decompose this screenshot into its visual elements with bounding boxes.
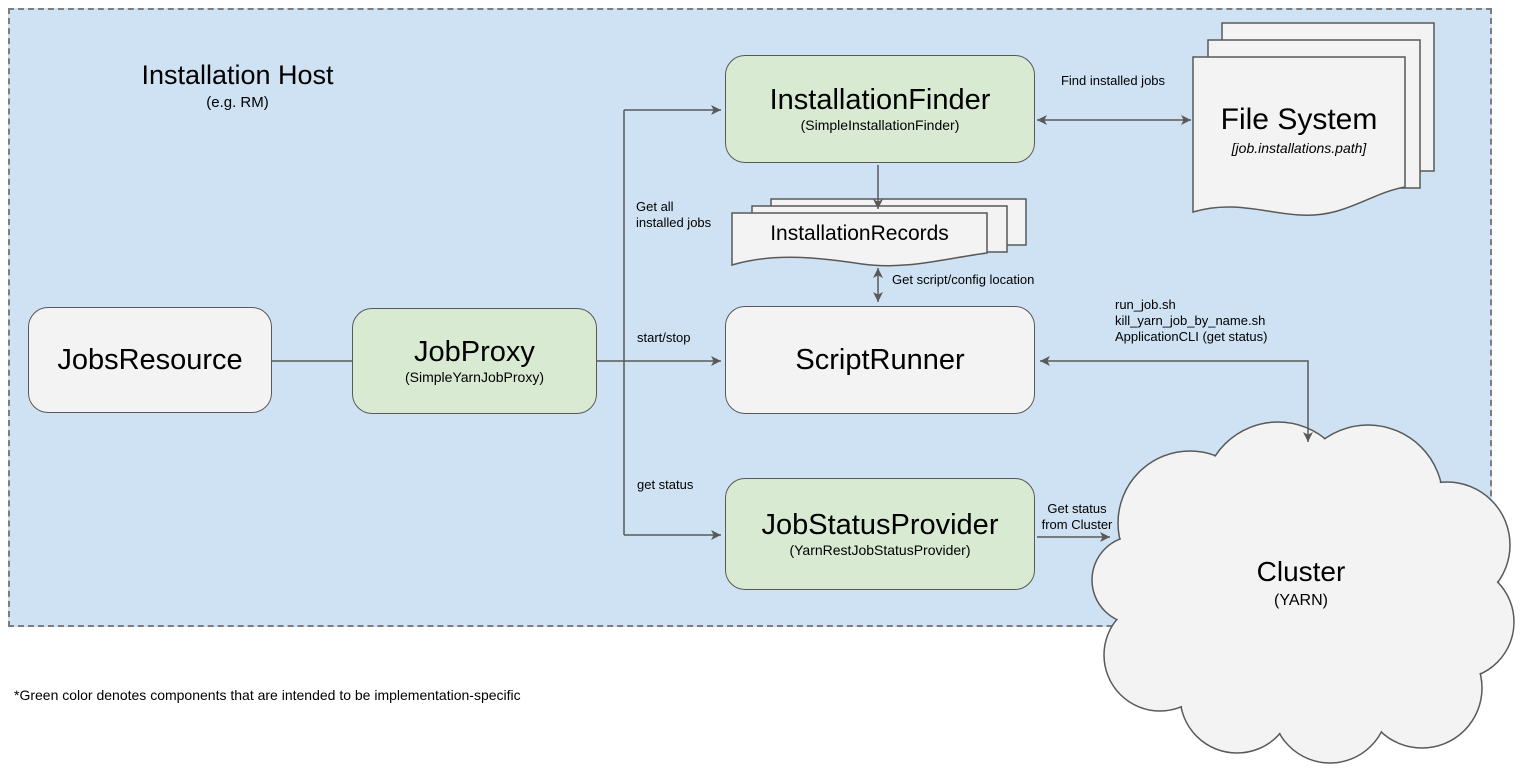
installation-records-title: InstallationRecords bbox=[770, 222, 949, 245]
edge-label-script-runner-cluster: run_job.sh kill_yarn_job_by_name.sh Appl… bbox=[1115, 297, 1268, 344]
edge-label-find-installed-jobs: Find installed jobs bbox=[1060, 73, 1166, 88]
cluster-cloud-fill bbox=[1093, 423, 1513, 762]
installation-host-title-block: Installation Host (e.g. RM) bbox=[60, 60, 415, 111]
jobs-resource-title: JobsResource bbox=[57, 343, 243, 376]
cluster-subtitle: (YARN) bbox=[1274, 592, 1328, 610]
job-status-provider-title: JobStatusProvider bbox=[761, 508, 999, 541]
installation-finder-subtitle: (SimpleInstallationFinder) bbox=[800, 117, 960, 134]
edge-label-get-script-config-location: Get script/config location bbox=[892, 272, 1035, 287]
connectors bbox=[272, 105, 1313, 542]
footnote: *Green color denotes components that are… bbox=[14, 687, 521, 703]
job-proxy-subtitle: (SimpleYarnJobProxy) bbox=[404, 369, 544, 386]
node-job-status-provider: JobStatusProvider (YarnRestJobStatusProv… bbox=[725, 478, 1035, 590]
installation-host-title: Installation Host bbox=[141, 60, 334, 90]
node-installation-finder: InstallationFinder (SimpleInstallationFi… bbox=[725, 55, 1035, 163]
node-job-proxy: JobProxy (SimpleYarnJobProxy) bbox=[352, 308, 597, 414]
file-system-subtitle: [job.installations.path] bbox=[1231, 139, 1367, 156]
job-status-provider-subtitle: (YarnRestJobStatusProvider) bbox=[789, 542, 971, 559]
edge-label-get-all-installed-jobs: Get all installed jobs bbox=[636, 199, 712, 230]
installation-finder-title: InstallationFinder bbox=[769, 83, 991, 116]
installation-records-shape bbox=[731, 198, 1027, 267]
edge-scriptrunner-cluster bbox=[1040, 356, 1313, 442]
job-proxy-title: JobProxy bbox=[414, 335, 535, 368]
cluster-label-block: Cluster (YARN) bbox=[1195, 556, 1407, 611]
edge-label-get-status-from-cluster: Get status from Cluster bbox=[1041, 501, 1113, 532]
edge-label-start-stop: start/stop bbox=[637, 330, 691, 345]
node-script-runner: ScriptRunner bbox=[725, 306, 1035, 414]
file-system-shape bbox=[1192, 22, 1435, 216]
edge-label-get-status: get status bbox=[637, 477, 694, 492]
script-runner-title: ScriptRunner bbox=[795, 343, 965, 376]
installation-host-subtitle: (e.g. RM) bbox=[206, 94, 269, 111]
node-jobs-resource: JobsResource bbox=[28, 307, 272, 413]
file-system-label-block: File System [job.installations.path] bbox=[1193, 103, 1405, 156]
cluster-title: Cluster bbox=[1256, 556, 1346, 587]
file-system-title: File System bbox=[1220, 103, 1378, 136]
